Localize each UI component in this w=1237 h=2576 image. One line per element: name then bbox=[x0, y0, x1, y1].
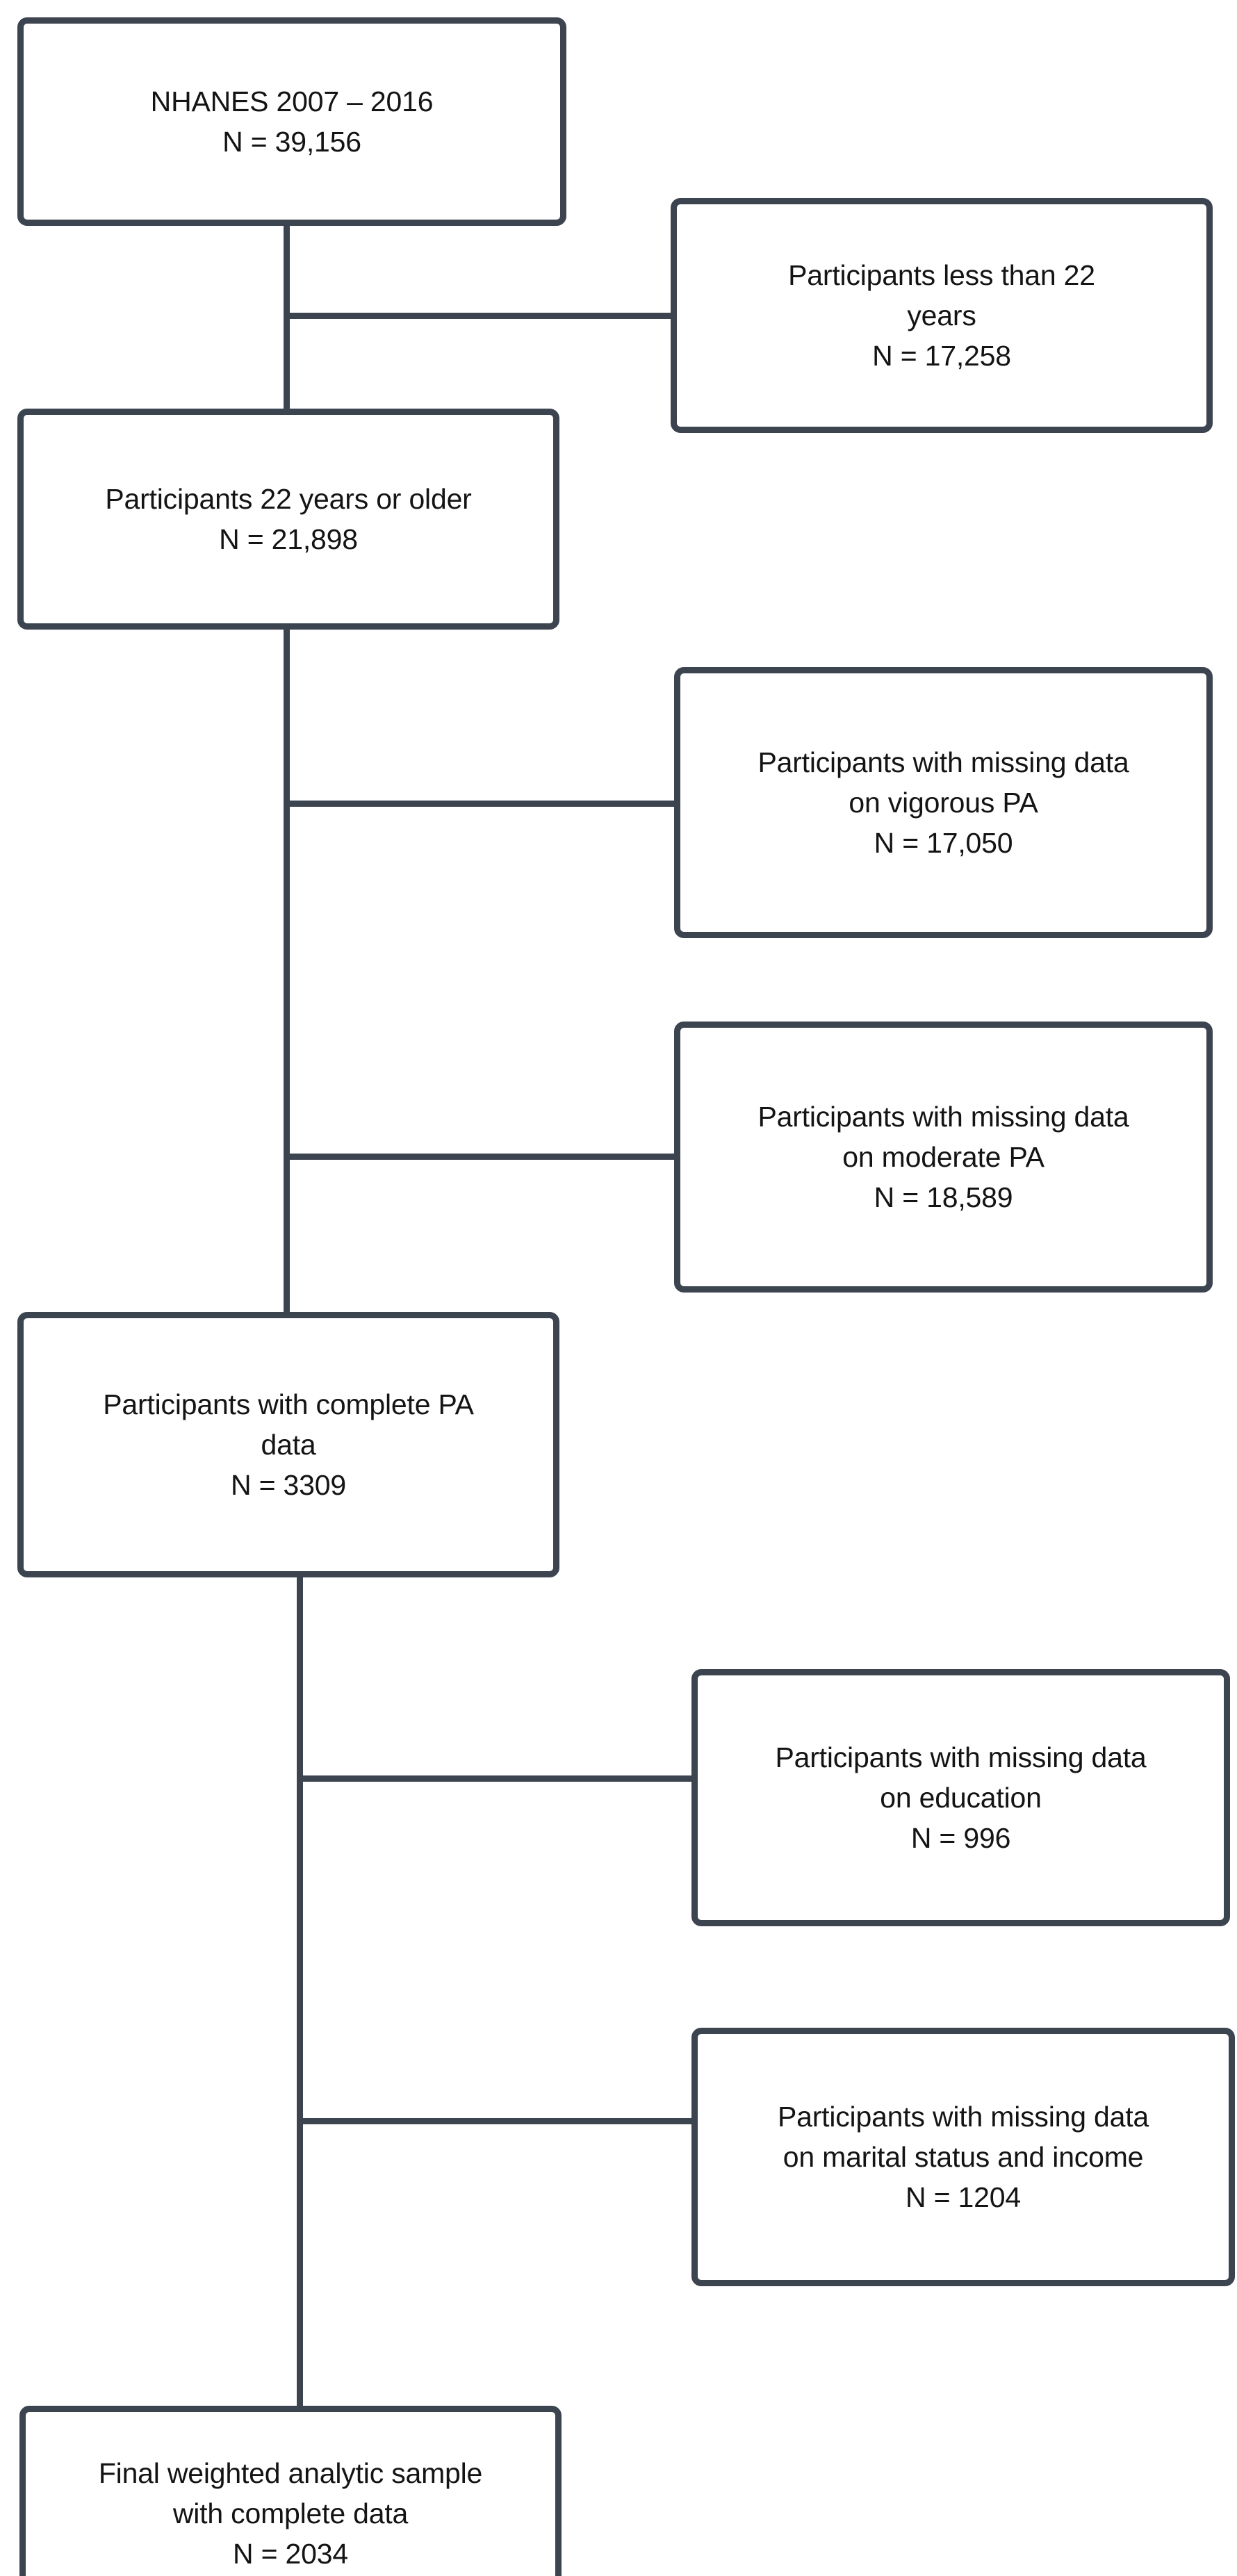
node-source-cohort[interactable]: NHANES 2007 – 2016 N = 39,156 bbox=[17, 17, 566, 226]
connector-source-to-included22 bbox=[284, 224, 290, 418]
node-included-22-or-older[interactable]: Participants 22 years or older N = 21,89… bbox=[17, 409, 559, 630]
node-excluded-under-22-text: Participants less than 22 years N = 17,2… bbox=[788, 259, 1095, 372]
node-excluded-missing-marital-income-text: Participants with missing data on marita… bbox=[777, 2100, 1149, 2214]
connector-branch-education bbox=[297, 1775, 696, 1782]
node-excluded-missing-marital-income[interactable]: Participants with missing data on marita… bbox=[691, 2028, 1235, 2286]
connector-branch-vigorous-pa bbox=[284, 801, 678, 807]
connector-branch-under22 bbox=[284, 313, 674, 319]
node-excluded-missing-moderate-pa-text: Participants with missing data on modera… bbox=[757, 1100, 1129, 1214]
node-final-analytic-sample-text: Final weighted analytic sample with comp… bbox=[98, 2456, 483, 2570]
node-excluded-under-22[interactable]: Participants less than 22 years N = 17,2… bbox=[671, 198, 1213, 433]
node-excluded-missing-moderate-pa[interactable]: Participants with missing data on modera… bbox=[674, 1022, 1213, 1293]
connector-completepa-to-final bbox=[297, 1574, 303, 2415]
connector-included22-to-completepa bbox=[284, 627, 290, 1318]
node-excluded-missing-vigorous-pa[interactable]: Participants with missing data on vigoro… bbox=[674, 667, 1213, 938]
node-excluded-missing-vigorous-pa-text: Participants with missing data on vigoro… bbox=[757, 746, 1129, 860]
node-source-cohort-text: NHANES 2007 – 2016 N = 39,156 bbox=[150, 85, 434, 158]
connector-branch-moderate-pa bbox=[284, 1154, 678, 1160]
node-included-22-or-older-text: Participants 22 years or older N = 21,89… bbox=[105, 482, 472, 555]
node-excluded-missing-education[interactable]: Participants with missing data on educat… bbox=[691, 1669, 1230, 1926]
node-included-complete-pa-text: Participants with complete PA data N = 3… bbox=[103, 1388, 474, 1502]
node-excluded-missing-education-text: Participants with missing data on educat… bbox=[775, 1741, 1147, 1855]
node-included-complete-pa[interactable]: Participants with complete PA data N = 3… bbox=[17, 1312, 559, 1577]
node-final-analytic-sample[interactable]: Final weighted analytic sample with comp… bbox=[19, 2406, 562, 2576]
connector-branch-marital-income bbox=[297, 2118, 696, 2124]
